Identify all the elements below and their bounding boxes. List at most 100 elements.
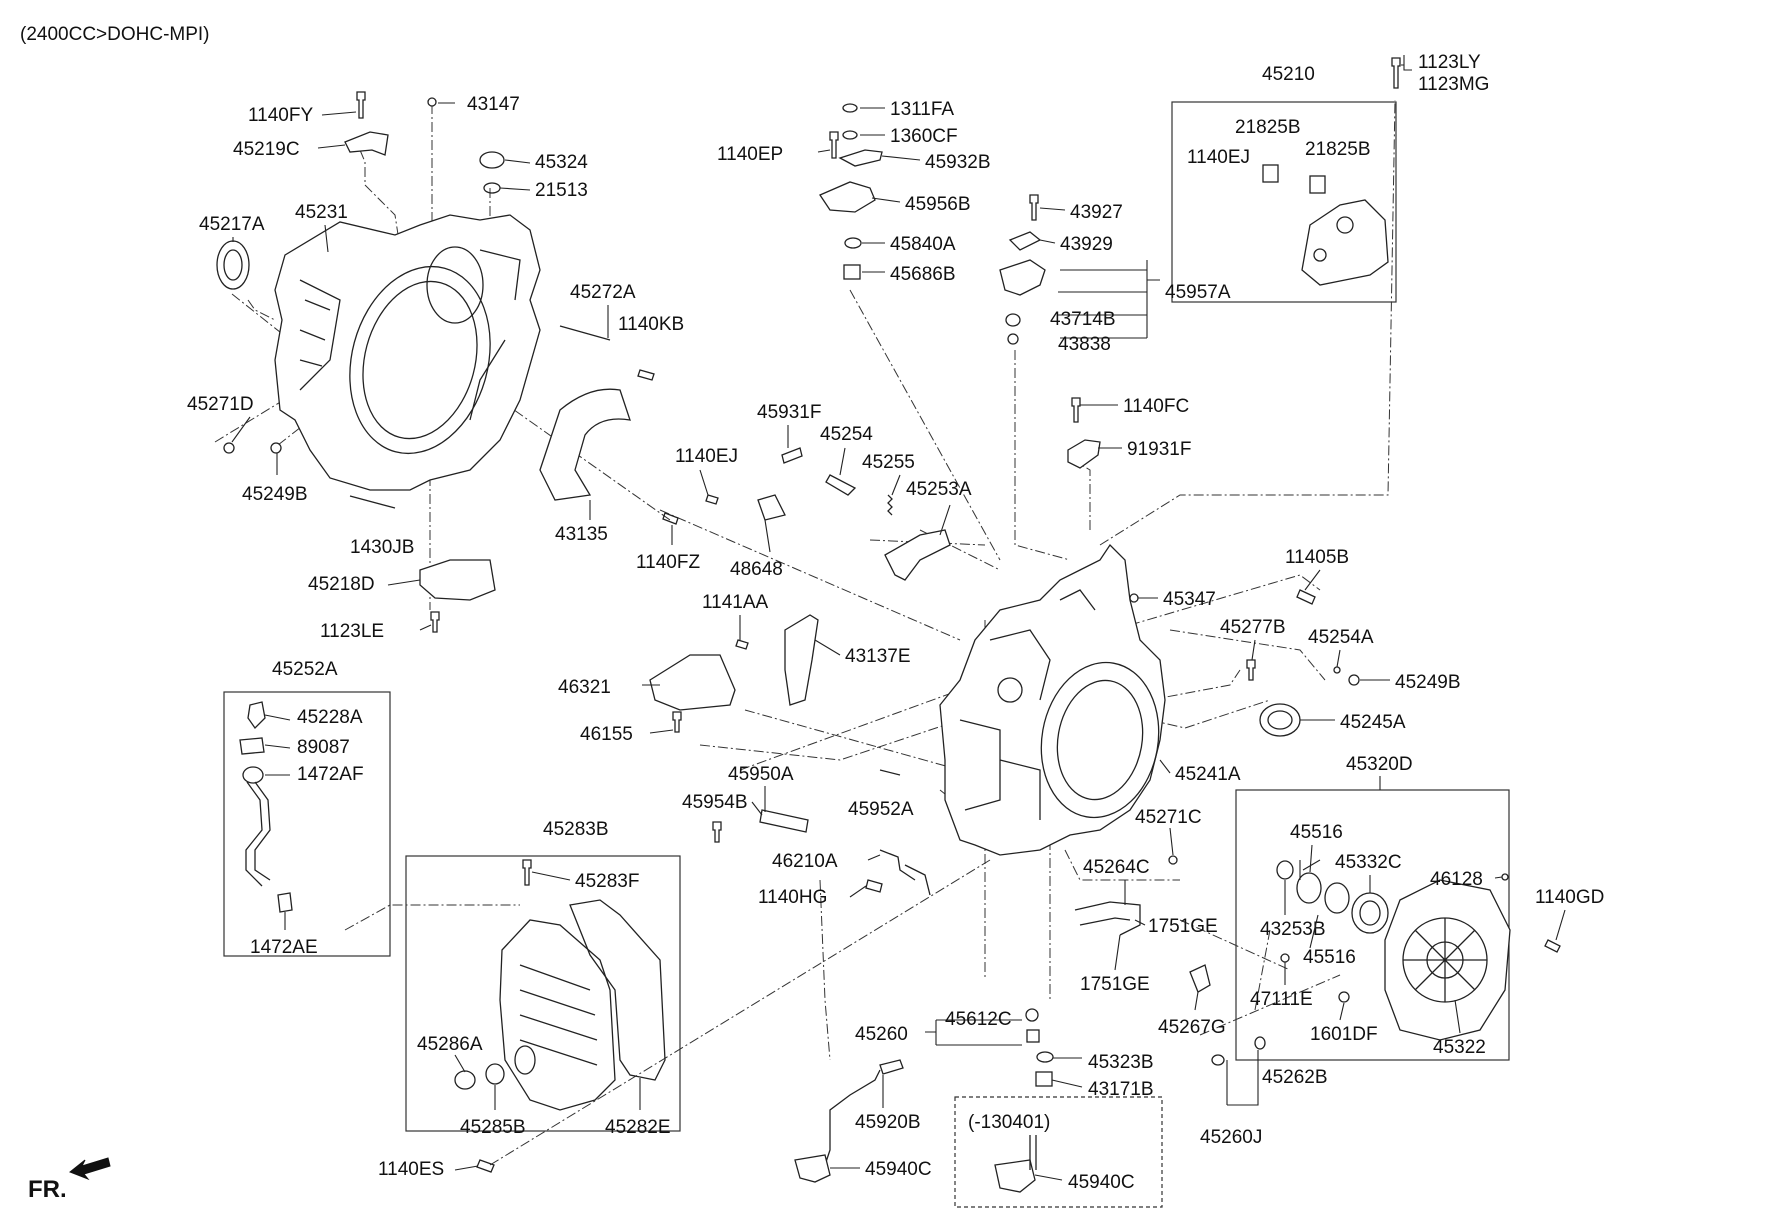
bolt-1140EJ-m[interactable] <box>705 494 719 505</box>
lever-45957A[interactable] <box>999 259 1046 296</box>
label-45332C[interactable]: 45332C <box>1335 852 1402 873</box>
breather-hose-assembly[interactable] <box>239 701 293 913</box>
label-45286A[interactable]: 45286A <box>417 1034 483 1055</box>
label-21513[interactable]: 21513 <box>535 180 588 201</box>
bolt-1123LE[interactable] <box>430 611 440 633</box>
pin-45347[interactable] <box>1129 593 1139 603</box>
label-45320D[interactable]: 45320D <box>1346 754 1413 775</box>
label-43147[interactable]: 43147 <box>467 94 520 115</box>
label-45612C[interactable]: 45612C <box>945 1009 1012 1030</box>
seal-43714B[interactable] <box>1005 313 1021 327</box>
pin-46128[interactable] <box>1501 873 1509 881</box>
label-45931F[interactable]: 45931F <box>757 402 821 423</box>
label-45260[interactable]: 45260 <box>855 1024 908 1045</box>
pin-45271C[interactable] <box>1168 855 1178 865</box>
clamp-45286A[interactable] <box>454 1070 476 1090</box>
pin-45952A[interactable] <box>879 769 901 776</box>
label-1140FC[interactable]: 1140FC <box>1123 396 1189 417</box>
label-1430JB[interactable]: 1430JB <box>350 537 414 558</box>
stud-45272A[interactable] <box>559 325 611 341</box>
label-46155[interactable]: 46155 <box>580 724 633 745</box>
bearing-45332C[interactable] <box>1351 892 1389 934</box>
plate-45950A[interactable] <box>759 809 809 833</box>
label-43135[interactable]: 43135 <box>555 524 608 545</box>
gasket-45285B[interactable] <box>485 1063 505 1085</box>
label-45228A[interactable]: 45228A <box>297 707 363 728</box>
bush-43253B[interactable] <box>1276 860 1294 880</box>
washer-43838[interactable] <box>1007 333 1019 345</box>
label-45950A[interactable]: 45950A <box>728 764 794 785</box>
plug-45262B[interactable] <box>1254 1036 1266 1050</box>
label-45952A[interactable]: 45952A <box>848 799 914 820</box>
pin-47111E[interactable] <box>1280 953 1290 963</box>
label-1140FY[interactable]: 1140FY <box>248 105 313 126</box>
label-45245A[interactable]: 45245A <box>1340 712 1406 733</box>
spring-45255[interactable] <box>887 494 893 516</box>
label-1140FZ[interactable]: 1140FZ <box>636 552 700 573</box>
bolt-1141AA[interactable] <box>735 639 749 650</box>
label-45957A[interactable]: 45957A <box>1165 282 1231 303</box>
label-1601DF[interactable]: 1601DF <box>1310 1024 1378 1045</box>
seal-45840A[interactable] <box>844 237 862 249</box>
label-45940C-a[interactable]: 45940C <box>865 1159 932 1180</box>
label-21825B-a[interactable]: 21825B <box>1235 117 1301 138</box>
bracket-43929[interactable] <box>1008 231 1042 251</box>
oil-pipe-45264C[interactable] <box>1074 901 1141 936</box>
label-45241A[interactable]: 45241A <box>1175 764 1241 785</box>
label-1751GE-b[interactable]: 1751GE <box>1080 974 1150 995</box>
bolt-1140HG[interactable] <box>865 879 883 893</box>
bolt-46155[interactable] <box>672 711 682 733</box>
bolt-45954B[interactable] <box>712 821 722 843</box>
speed-sensor-harness[interactable] <box>824 1069 881 1166</box>
sensor-45920B[interactable] <box>879 1059 904 1075</box>
pin-45931F[interactable] <box>781 447 803 464</box>
label-45516-a[interactable]: 45516 <box>1290 822 1343 843</box>
label-45285B[interactable]: 45285B <box>460 1117 526 1138</box>
label-45217A[interactable]: 45217A <box>199 214 265 235</box>
label-45277B[interactable]: 45277B <box>1220 617 1286 638</box>
bracket-91931F[interactable] <box>1067 439 1101 469</box>
label-48648[interactable]: 48648 <box>730 559 783 580</box>
label-45347[interactable]: 45347 <box>1163 589 1216 610</box>
label-45323B[interactable]: 45323B <box>1088 1052 1154 1073</box>
guide-plate[interactable] <box>784 614 819 706</box>
label-47111E[interactable]: 47111E <box>1250 989 1313 1010</box>
o-ring-45516-b[interactable] <box>1324 882 1350 914</box>
label-45252A[interactable]: 45252A <box>272 659 338 680</box>
label-45271C[interactable]: 45271C <box>1135 807 1202 828</box>
plug-45324[interactable] <box>479 151 505 169</box>
label-45231[interactable]: 45231 <box>295 202 348 223</box>
bolt-1140EP[interactable] <box>829 131 839 159</box>
bolt-1140FZ[interactable] <box>662 512 679 525</box>
label-45282E[interactable]: 45282E <box>605 1117 671 1138</box>
label-1123LY[interactable]: 1123LY <box>1418 52 1481 73</box>
label-43929[interactable]: 43929 <box>1060 234 1113 255</box>
nut-1311FA[interactable] <box>842 103 858 113</box>
label-45260J[interactable]: 45260J <box>1200 1127 1262 1148</box>
label-1360CF[interactable]: 1360CF <box>890 126 958 147</box>
bracket-45219C[interactable] <box>344 131 389 156</box>
label-45322[interactable]: 45322 <box>1433 1037 1486 1058</box>
detent-lever[interactable] <box>884 529 951 581</box>
seal-45612C[interactable] <box>1025 1008 1039 1022</box>
mounting-bracket[interactable] <box>1301 199 1389 286</box>
bracket-bush-1[interactable] <box>1262 164 1279 183</box>
label-1123LE[interactable]: 1123LE <box>320 621 384 642</box>
label-45218D[interactable]: 45218D <box>308 574 375 595</box>
pin-1601DF[interactable] <box>1338 991 1350 1003</box>
lever-bracket[interactable] <box>757 494 786 521</box>
sensor-bracket-45940C-alt[interactable] <box>994 1159 1036 1193</box>
label-45932B[interactable]: 45932B <box>925 152 991 173</box>
label-1140GD[interactable]: 1140GD <box>1535 887 1604 908</box>
label-45940C-b[interactable]: 45940C <box>1068 1172 1135 1193</box>
label-45840A[interactable]: 45840A <box>890 234 956 255</box>
label-45324[interactable]: 45324 <box>535 152 588 173</box>
label-1472AF[interactable]: 1472AF <box>297 764 364 785</box>
label-45271D[interactable]: 45271D <box>187 394 254 415</box>
label-91931F[interactable]: 91931F <box>1127 439 1191 460</box>
bolt-1123LY[interactable] <box>1391 57 1401 89</box>
label-1141AA[interactable]: 1141AA <box>702 592 769 613</box>
pin-45254A[interactable] <box>1333 666 1341 674</box>
bolt-1140ES[interactable] <box>476 1159 495 1173</box>
bolt-1140FC[interactable] <box>1071 397 1081 423</box>
